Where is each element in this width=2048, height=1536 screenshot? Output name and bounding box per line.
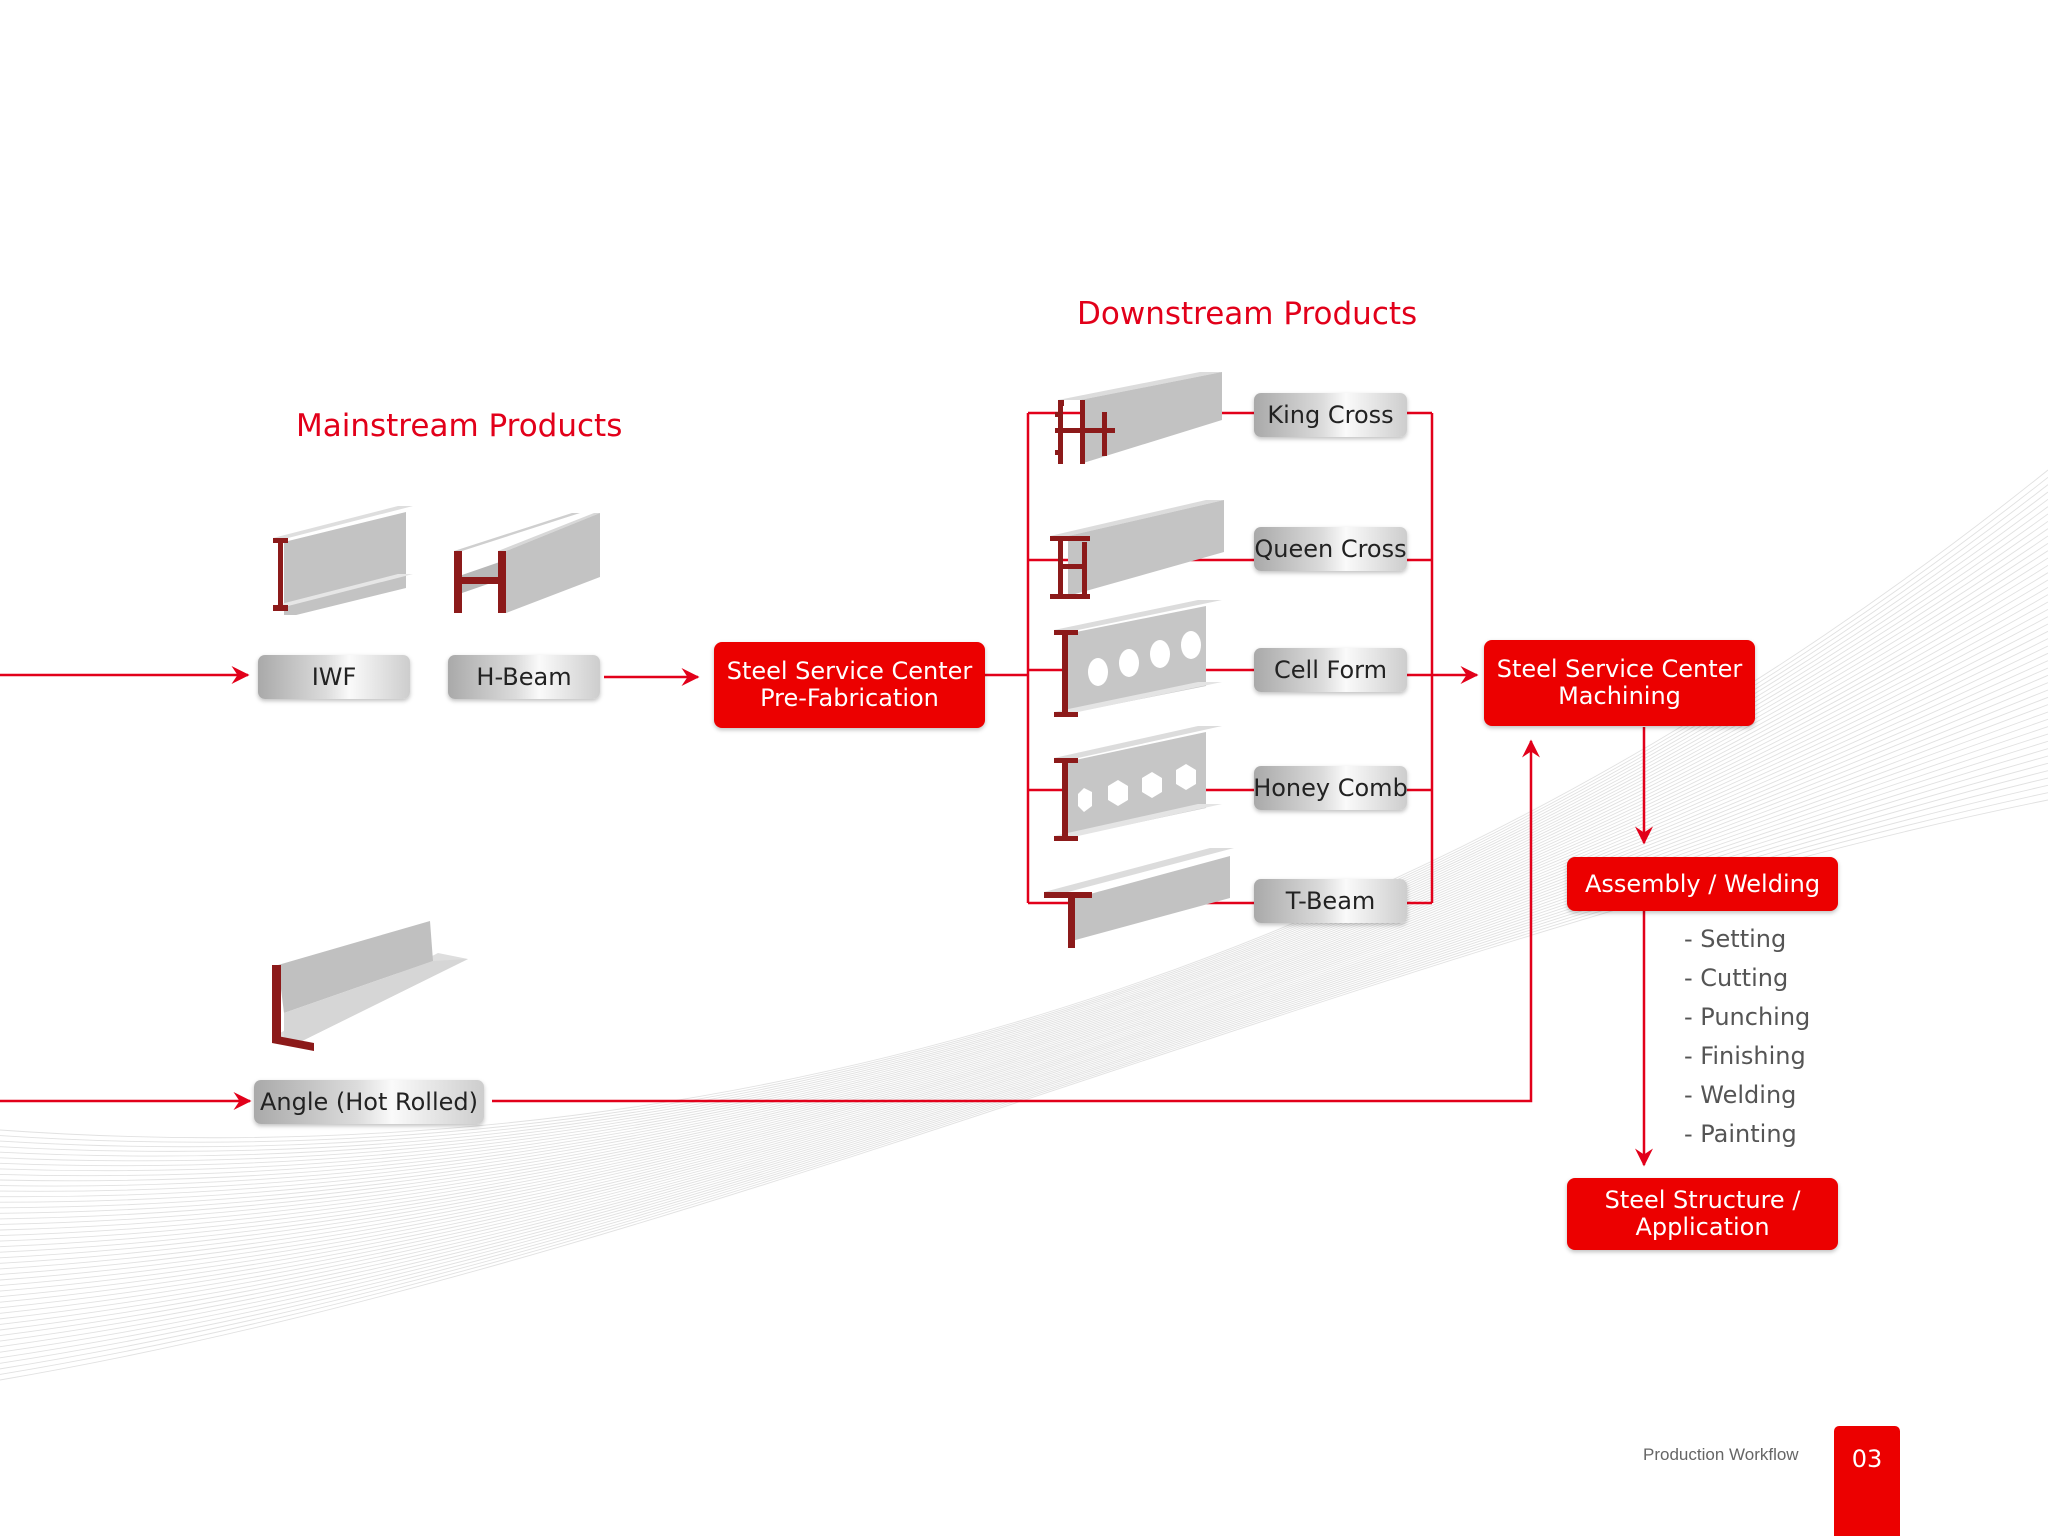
process-prefabrication: Steel Service Center Pre-Fabrication: [714, 642, 985, 728]
prefab-line2: Pre-Fabrication: [760, 684, 939, 712]
mainstream-heading: Mainstream Products: [296, 408, 623, 444]
wave-line: [0, 667, 2048, 1281]
wave-line: [0, 623, 2048, 1248]
assembly-step: - Cutting: [1684, 964, 1789, 992]
wave-line: [0, 594, 2048, 1225]
wave-line: [0, 733, 2048, 1331]
wave-line: [0, 718, 2048, 1320]
wave-line: [0, 682, 2048, 1292]
product-cell-form: Cell Form: [1254, 648, 1407, 692]
wave-line: [0, 638, 2048, 1259]
wave-line: [0, 770, 2048, 1359]
wave-line: [0, 704, 2048, 1309]
product-h-beam: H-Beam: [448, 655, 600, 699]
footer-label: Production Workflow: [1643, 1445, 1799, 1464]
product-t-beam: T-Beam: [1254, 879, 1407, 923]
iwf-beam-icon: [273, 506, 413, 615]
product-iwf: IWF: [258, 655, 410, 699]
assembly-label: Assembly / Welding: [1584, 869, 1821, 898]
wave-line: [0, 586, 2048, 1220]
assembly-step: - Punching: [1684, 1003, 1811, 1031]
assembly-step: - Painting: [1684, 1120, 1797, 1148]
assembly-step: - Welding: [1684, 1081, 1797, 1109]
wave-line: [0, 542, 2048, 1187]
page-number: 03: [1834, 1426, 1900, 1536]
wave-line: [0, 689, 2048, 1298]
wave-line: [0, 608, 2048, 1237]
queen-cross-beam-icon: [1050, 500, 1224, 599]
t-beam-icon: [1044, 848, 1234, 948]
wave-line: [0, 674, 2048, 1287]
product-honey-comb: Honey Comb: [1253, 766, 1408, 810]
downstream-heading: Downstream Products: [1077, 296, 1418, 332]
wave-line: [0, 711, 2048, 1314]
product-king-cross: King Cross: [1254, 393, 1407, 437]
process-steel-structure: Steel Structure / Application: [1567, 1178, 1838, 1250]
machining-line1: Steel Service Center: [1496, 655, 1743, 683]
honey-comb-beam-icon: [1054, 726, 1222, 841]
wave-line: [0, 726, 2048, 1325]
h-beam-icon: [454, 513, 600, 613]
assembly-step: - Setting: [1684, 925, 1787, 953]
machining-line2: Machining: [1558, 682, 1681, 710]
wave-line: [0, 740, 2048, 1337]
angle-beam-icon: [272, 921, 468, 1051]
arrow-angle-to-machining: [492, 739, 1540, 1103]
wave-line: [0, 572, 2048, 1209]
final-line2: Application: [1635, 1213, 1770, 1241]
king-cross-beam-icon: [1055, 372, 1222, 464]
final-line1: Steel Structure /: [1604, 1186, 1801, 1214]
wave-line: [0, 579, 2048, 1214]
wave-line: [0, 645, 2048, 1264]
wave-line: [0, 748, 2048, 1342]
prefab-line1: Steel Service Center: [726, 657, 973, 685]
product-angle: Angle (Hot Rolled): [254, 1080, 484, 1124]
wave-line: [0, 616, 2048, 1242]
wave-line: [0, 652, 2048, 1270]
wave-line: [0, 564, 2048, 1203]
wave-line: [0, 557, 2048, 1198]
wave-line: [0, 762, 2048, 1353]
process-assembly-welding: Assembly / Welding: [1567, 857, 1838, 911]
wave-line: [0, 755, 2048, 1348]
process-machining: Steel Service Center Machining: [1484, 640, 1755, 726]
product-queen-cross: Queen Cross: [1254, 527, 1407, 571]
cell-form-beam-icon: [1054, 600, 1222, 717]
wave-line: [0, 660, 2048, 1275]
assembly-step: - Finishing: [1684, 1042, 1806, 1070]
wave-line: [0, 630, 2048, 1253]
wave-line: [0, 696, 2048, 1303]
wave-line: [0, 550, 2048, 1192]
wave-line: [0, 601, 2048, 1231]
